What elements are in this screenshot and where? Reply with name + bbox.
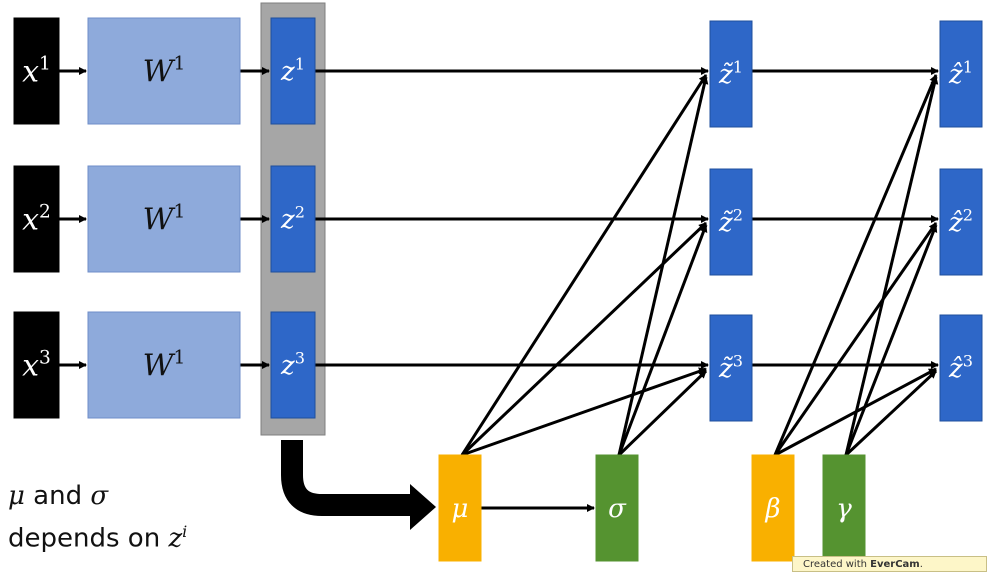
watermark-suffix: . <box>919 559 923 570</box>
weight-1: W1 <box>87 17 241 125</box>
curved-arrow <box>281 440 412 516</box>
weight-2: W1 <box>87 165 241 273</box>
note-line-2: depends on zi <box>8 514 187 557</box>
z-hat-2: ẑ2 <box>939 168 983 276</box>
mu: μ <box>438 454 482 562</box>
z-tilde-3: z̃3 <box>709 314 753 422</box>
evercam-watermark: Created with EverCam. <box>792 556 987 572</box>
weight-1-label: W1 <box>143 54 186 90</box>
weight-1-box <box>87 17 241 125</box>
weight-2-label: W1 <box>143 202 186 238</box>
arrow-gamma-to-zhat-2 <box>844 224 938 456</box>
z-3-box <box>270 311 316 419</box>
sigma-label: σ <box>608 494 627 524</box>
z-tilde-1-label: z̃1 <box>718 58 743 90</box>
x-input-1-box <box>13 17 60 125</box>
beta-label: β <box>764 494 780 524</box>
x-input-2: x2 <box>13 165 60 273</box>
weight-3: W1 <box>87 311 241 419</box>
z-tilde-2-label: z̃2 <box>718 206 743 238</box>
note-z: z <box>168 523 183 554</box>
weight-3-box <box>87 311 241 419</box>
arrow-mu-to-ztilde-3 <box>461 367 707 457</box>
z-hat-1-box <box>939 20 983 128</box>
weight-3-label: W1 <box>143 348 186 384</box>
z-2-label: z2 <box>280 203 305 235</box>
arrow-sigma-to-ztilde-2 <box>617 224 708 456</box>
mu-label: μ <box>452 494 469 524</box>
curved-arrow-head <box>410 484 436 530</box>
z-1: z1 <box>270 17 316 125</box>
z-tilde-3-label: z̃3 <box>718 352 743 384</box>
x-input-3-box <box>13 311 60 419</box>
note-and: and <box>24 481 91 511</box>
x-input-1-label: x1 <box>22 54 51 90</box>
sigma: σ <box>595 454 639 562</box>
arrow-beta-to-zhat-1 <box>773 74 938 456</box>
z-hat-1-label: ẑ1 <box>948 58 973 90</box>
z-tilde-3-box <box>709 314 753 422</box>
x-input-3-label: x3 <box>22 348 51 384</box>
z-tilde-2: z̃2 <box>709 168 753 276</box>
weight-2-box <box>87 165 241 273</box>
arrow-beta-to-zhat-3 <box>774 367 937 457</box>
z-3-label: z3 <box>280 349 305 381</box>
note-line-1: μ and σ <box>8 478 187 514</box>
z-2: z2 <box>270 165 316 273</box>
sigma-box <box>595 454 639 562</box>
arrows-layer <box>59 67 939 512</box>
note-text: μ and σ depends on zi <box>8 478 187 557</box>
z-tilde-1: z̃1 <box>709 20 753 128</box>
note-z-sup: i <box>182 522 188 541</box>
arrow-gamma-to-zhat-1 <box>844 76 939 456</box>
note-mu: μ <box>8 481 25 511</box>
note-depends: depends on <box>8 523 169 554</box>
z-tilde-2-box <box>709 168 753 276</box>
z-2-box <box>270 165 316 273</box>
z-hat-3-box <box>939 314 983 422</box>
gamma: γ <box>822 454 866 562</box>
beta-box <box>751 454 795 562</box>
gamma-box <box>822 454 866 562</box>
x-input-3: x3 <box>13 311 60 419</box>
arrow-gamma-to-zhat-3 <box>844 369 938 457</box>
watermark-brand: EverCam <box>870 559 920 570</box>
note-sigma: σ <box>90 481 109 511</box>
z-1-box <box>270 17 316 125</box>
z-hat-1: ẑ1 <box>939 20 983 128</box>
z-hat-2-box <box>939 168 983 276</box>
arrow-sigma-to-ztilde-3 <box>617 369 708 457</box>
x-input-1: x1 <box>13 17 60 125</box>
z-3: z3 <box>270 311 316 419</box>
arrow-mu-to-ztilde-1 <box>460 74 708 456</box>
arrow-mu-to-ztilde-2 <box>460 221 708 457</box>
z-hat-3-label: ẑ3 <box>948 352 973 384</box>
mu-box <box>438 454 482 562</box>
z-hat-2-label: ẑ2 <box>948 206 973 238</box>
x-input-2-box <box>13 165 60 273</box>
x-input-2-label: x2 <box>22 202 51 238</box>
z-1-label: z1 <box>280 55 305 87</box>
z-hat-3: ẑ3 <box>939 314 983 422</box>
watermark-prefix: Created with <box>803 559 871 570</box>
z-tilde-1-box <box>709 20 753 128</box>
gamma-label: γ <box>836 494 852 524</box>
arrow-beta-to-zhat-2 <box>773 222 938 456</box>
beta: β <box>751 454 795 562</box>
